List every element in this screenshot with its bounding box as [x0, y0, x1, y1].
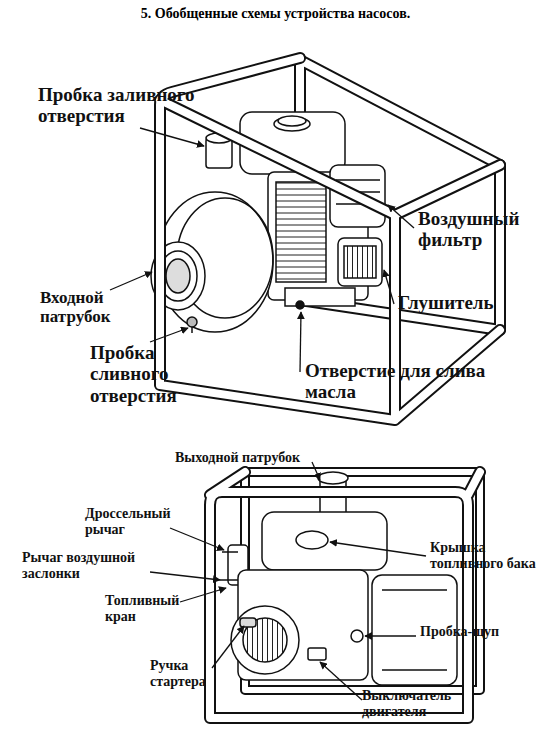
leader-line — [140, 128, 204, 146]
part-label: Входной патрубок — [40, 288, 150, 326]
leader-line — [212, 626, 244, 668]
leader-line — [180, 588, 226, 602]
leader-line — [170, 528, 224, 550]
leader-lines — [110, 128, 426, 700]
part-label: Выходной патрубок — [175, 450, 375, 466]
part-label: Дроссельный рычаг — [85, 506, 195, 537]
leader-line — [365, 635, 416, 636]
part-label: Воздушный фильтр — [418, 208, 543, 251]
part-label: Пробка заливного отверстия — [38, 84, 238, 127]
bottom-engine — [220, 472, 457, 685]
part-label: Отверстие для слива масла — [305, 360, 495, 403]
part-label: Рычаг воздушной заслонки — [22, 550, 157, 581]
part-label: Выключатель двигателя — [362, 688, 492, 719]
leader-line — [388, 205, 414, 228]
leader-line — [150, 328, 188, 342]
leader-line — [300, 312, 301, 372]
bottom-frame-front — [210, 472, 480, 718]
part-label: Крышка топливного бака — [430, 540, 545, 571]
part-label: Пробка-щуп — [420, 624, 530, 640]
leader-line — [330, 542, 426, 556]
part-label: Топливный кран — [105, 593, 190, 624]
leader-line — [384, 270, 394, 304]
part-label: Пробка сливного отверстия — [90, 342, 210, 406]
top-pump-housing — [151, 133, 273, 333]
leader-line — [320, 662, 362, 700]
leader-line — [110, 272, 152, 290]
part-label: Глушитель — [398, 292, 538, 313]
figure-title: 5. Обобщенные схемы устройства насосов. — [0, 6, 551, 22]
leader-line — [150, 572, 220, 580]
part-label: Ручка стартера — [150, 658, 235, 689]
leader-line — [312, 462, 320, 480]
